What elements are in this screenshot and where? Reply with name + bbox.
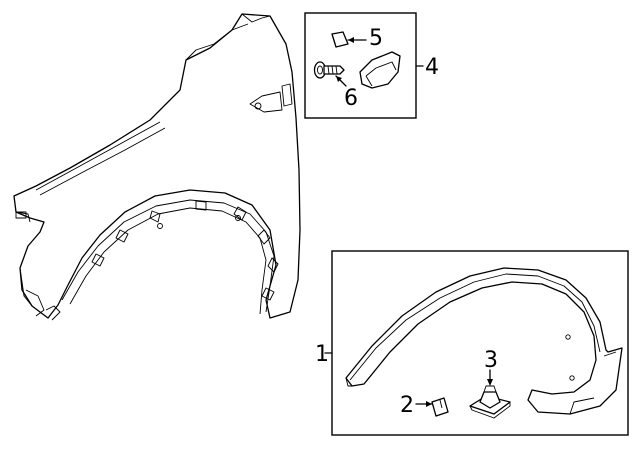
kit-box-1 [331, 250, 629, 436]
callout-2: 2 [400, 393, 414, 418]
callout-5: 5 [369, 26, 383, 51]
callout-1: 1 [315, 342, 329, 367]
retainer-3-drawing [469, 369, 511, 419]
front-fender-drawing [13, 13, 301, 321]
clip-2-drawing [415, 397, 449, 417]
callout-4: 4 [425, 55, 439, 80]
callout-3: 3 [484, 348, 498, 373]
callout-6: 6 [344, 86, 358, 111]
wheel-molding-1-drawing [345, 267, 623, 415]
molding-cap-4-drawing [359, 51, 401, 89]
clip-5-drawing [331, 31, 367, 48]
screw-6-drawing [313, 61, 347, 87]
